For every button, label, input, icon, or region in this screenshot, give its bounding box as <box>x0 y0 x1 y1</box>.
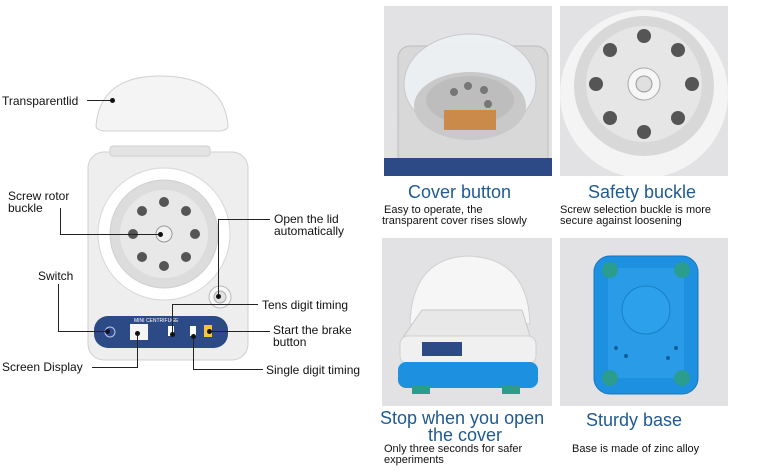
leader-line <box>137 333 138 368</box>
leader-line <box>210 331 270 332</box>
feature-title-stop-cover-1: Stop when you open <box>380 408 545 428</box>
feature-image-sturdy-base <box>560 238 728 406</box>
feature-desc-stop-cover-2: experiments <box>384 454 444 466</box>
leader-line <box>172 304 258 305</box>
callout-tens-digit: Tens digit timing <box>262 298 349 312</box>
leader-line <box>92 367 137 368</box>
callout-transparent-lid: Transparentlid <box>2 94 79 108</box>
feature-desc-sturdy-base: Base is made of zinc alloy <box>572 443 700 455</box>
leader-dot <box>207 329 212 334</box>
feature-desc-stop-cover-1: Only three seconds for safer <box>384 443 523 455</box>
callout-single-digit: Single digit timing <box>266 363 361 377</box>
callout-open-lid-line1: Open the lid <box>274 212 339 226</box>
callout-screen-display: Screen Display <box>2 360 83 374</box>
callout-screw-rotor-line1: Screw rotor <box>8 189 70 203</box>
leader-line <box>218 219 270 220</box>
callout-brake-line2: button <box>273 335 307 349</box>
leader-dot <box>216 294 221 299</box>
leader-line <box>60 234 160 235</box>
leader-line <box>60 208 61 235</box>
leader-line <box>218 219 219 296</box>
callout-open-lid-line2: automatically <box>274 224 345 238</box>
feature-desc-safety-buckle-2: secure against loosening <box>560 215 682 227</box>
leader-dot <box>105 329 110 334</box>
feature-desc-safety-buckle-1: Screw selection buckle is more <box>560 204 712 216</box>
feature-desc-cover-button-2: transparent cover rises slowly <box>382 215 527 227</box>
leader-line <box>193 336 194 370</box>
leader-dot <box>191 334 196 339</box>
leader-line <box>193 369 263 370</box>
device-model-label: MINI CENTRIFUGE <box>134 318 179 324</box>
callout-switch: Switch <box>38 269 74 283</box>
leader-dot <box>135 331 140 336</box>
feature-desc-cover-button-1: Easy to operate, the <box>384 204 483 216</box>
callout-brake-line1: Start the brake <box>273 323 352 337</box>
callout-screw-rotor-line2: buckle <box>8 201 43 215</box>
feature-title-stop-cover-2: the cover <box>428 425 503 445</box>
leader-dot <box>170 332 175 337</box>
feature-title-safety-buckle: Safety buckle <box>588 182 697 202</box>
leader-dot <box>158 232 163 237</box>
centrifuge-illustration <box>80 70 280 370</box>
feature-title-cover-button: Cover button <box>408 182 512 202</box>
feature-image-cover-button <box>384 6 552 176</box>
feature-image-safety-buckle <box>560 6 728 176</box>
leader-line <box>58 284 59 331</box>
feature-title-sturdy-base: Sturdy base <box>586 410 683 430</box>
leader-dot <box>110 98 115 103</box>
leader-line <box>172 304 173 334</box>
leader-line <box>58 331 108 332</box>
feature-image-stop-cover <box>382 238 552 406</box>
leader-line <box>87 100 113 101</box>
